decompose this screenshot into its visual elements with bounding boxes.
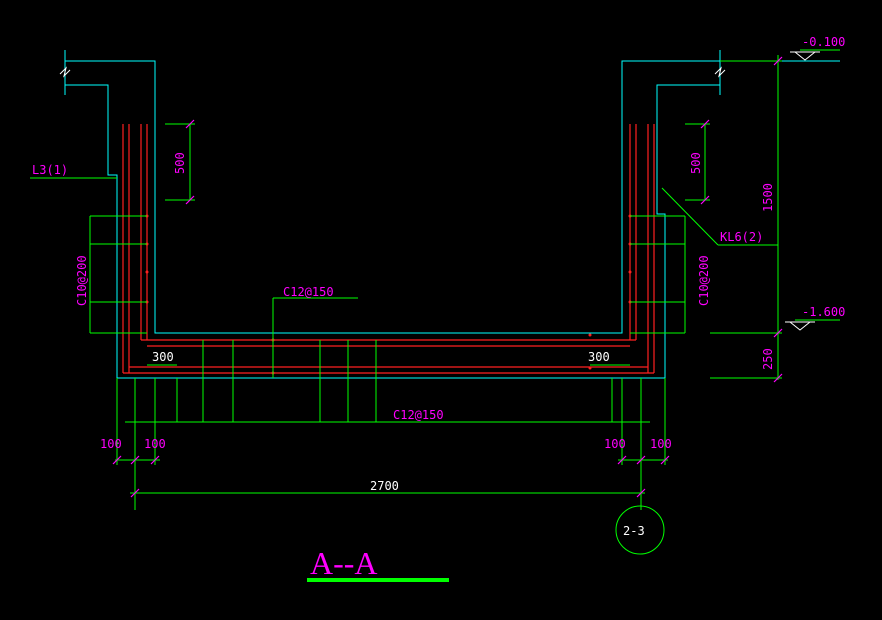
rebar-slab-top-label: C12@150 [283,285,334,299]
elevation-markers [785,51,820,331]
dim-1500: 1500 [761,183,775,212]
dim-100-c: 100 [604,437,626,451]
section-title: A--A [310,545,378,581]
rebar-wall-left-label: C10@200 [75,255,89,306]
detail-ref-circle [615,505,665,555]
rebar-wall-right-label: C10@200 [697,255,711,306]
dim-250: 250 [761,348,775,370]
elevation-top-label: -0.100 [802,35,845,49]
elevation-bottom-label: -1.600 [802,305,845,319]
dim-100-b: 100 [144,437,166,451]
rebar-slab-bottom-label: C12@150 [393,408,444,422]
dim-300-right: 300 [588,350,610,364]
dim-500-left: 500 [173,152,187,174]
dim-100-d: 100 [650,437,672,451]
dim-500-right: 500 [689,152,703,174]
rebar-dots [145,214,632,375]
concrete-outline [64,50,840,379]
rebar-lines [122,124,655,374]
beam-left-label: L3(1) [32,163,68,177]
dim-100-a: 100 [100,437,122,451]
dim-2700: 2700 [370,479,399,493]
title-underline [307,578,449,582]
dim-300-left: 300 [152,350,174,364]
dimension-lines [30,49,840,510]
dimension-ticks [112,56,783,498]
beam-right-label: KL6(2) [720,230,763,244]
detail-ref-label: 2-3 [623,524,645,538]
break-marks [59,66,726,78]
